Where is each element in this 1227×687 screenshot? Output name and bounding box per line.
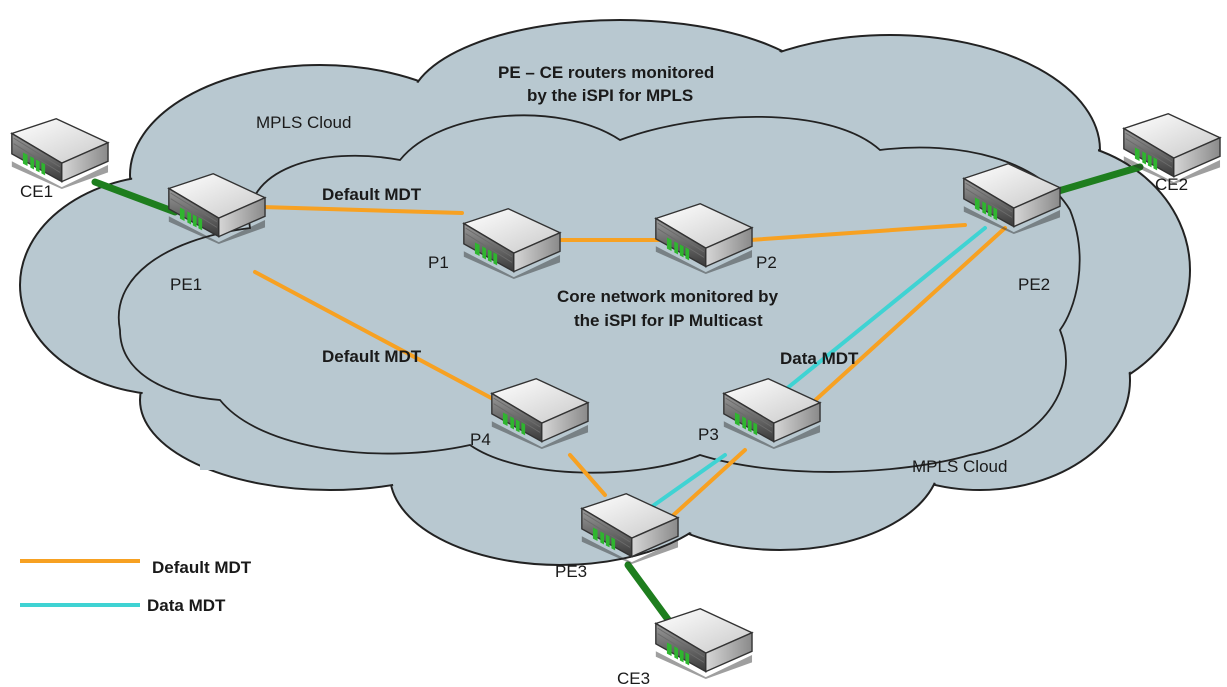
router-ce1-icon <box>11 118 109 189</box>
link-pe2-p3 <box>808 226 1007 407</box>
label-ce1: CE1 <box>20 182 53 201</box>
router-ce3-icon <box>655 608 753 679</box>
label-data-mdt: Data MDT <box>780 349 859 368</box>
note-pe-ce-line2: by the iSPI for MPLS <box>527 86 693 105</box>
link-pe1-p4 <box>253 270 497 402</box>
cloud-fill <box>22 22 1188 563</box>
legend-data-mdt-label: Data MDT <box>147 596 226 615</box>
link-p4-pe3 <box>568 453 607 497</box>
label-ce3: CE3 <box>617 669 650 687</box>
note-pe-ce-line1: PE – CE routers monitored <box>498 63 714 82</box>
cloud-labels: MPLS Cloud MPLS Cloud PE – CE routers mo… <box>256 63 1007 476</box>
label-mpls-cloud-bottom: MPLS Cloud <box>912 457 1007 476</box>
label-p3: P3 <box>698 425 719 444</box>
label-ce2: CE2 <box>1155 175 1188 194</box>
legend: Default MDT Data MDT <box>20 558 252 615</box>
router-labels: CE1 CE2 PE1 P1 P2 PE2 P4 P3 PE3 CE3 <box>20 175 1188 687</box>
label-pe2: PE2 <box>1018 275 1050 294</box>
legend-default-mdt-label: Default MDT <box>152 558 252 577</box>
label-p4: P4 <box>470 430 491 449</box>
note-core-line1: Core network monitored by <box>557 287 779 306</box>
access-links <box>91 163 1144 629</box>
inner-cloud-outline <box>117 114 1081 474</box>
label-p2: P2 <box>756 253 777 272</box>
link-ce2-pe2 <box>1041 163 1144 199</box>
note-core-line2: the iSPI for IP Multicast <box>574 311 763 330</box>
link-data-p3-pe3 <box>638 453 727 517</box>
label-default-mdt-left: Default MDT <box>322 347 422 366</box>
link-pe1-p1 <box>260 205 464 215</box>
link-data-pe2-p3 <box>783 226 987 392</box>
link-p2-pe2 <box>748 223 967 242</box>
label-pe1: PE1 <box>170 275 202 294</box>
default-mdt-links <box>253 205 1007 522</box>
label-default-mdt-top: Default MDT <box>322 185 422 204</box>
label-p1: P1 <box>428 253 449 272</box>
link-pe3-ce3 <box>624 561 676 629</box>
mpls-cloud <box>19 19 1191 566</box>
link-labels: Default MDT Default MDT Data MDT <box>322 185 859 368</box>
data-mdt-links <box>638 226 987 517</box>
label-pe3: PE3 <box>555 562 587 581</box>
link-ce1-pe1 <box>91 178 179 216</box>
link-p3-pe3 <box>666 448 747 522</box>
label-mpls-cloud-top: MPLS Cloud <box>256 113 351 132</box>
